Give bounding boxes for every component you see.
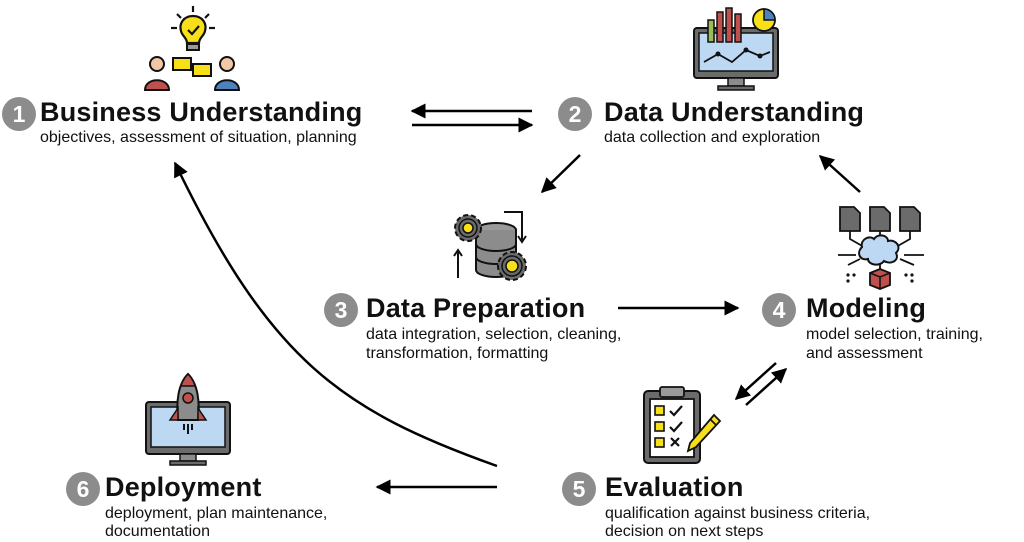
step-description-line: model selection, training, xyxy=(806,326,983,343)
gears-database-icon xyxy=(453,211,527,281)
step-number-badge: 4 xyxy=(762,293,796,327)
ai-brain-documents-icon xyxy=(838,206,924,290)
step-number-badge: 6 xyxy=(66,472,100,506)
arrow-modeling-to-evaluation xyxy=(734,362,777,401)
step-description-line: decision on next steps xyxy=(605,523,764,540)
step-description-line: and assessment xyxy=(806,345,923,362)
step-modeling: 4 Modeling model selection, training, an… xyxy=(762,293,1022,369)
step-description-line: transformation, formatting xyxy=(366,345,549,362)
step-deployment: 6 Deployment deployment, plan maintenanc… xyxy=(66,472,366,542)
team-idea-icon xyxy=(143,6,241,91)
step-description-line: qualification against business criteria, xyxy=(605,505,871,522)
step-number-badge: 3 xyxy=(324,293,358,327)
step-title: Modeling xyxy=(806,293,927,323)
analytics-monitor-icon xyxy=(693,7,779,91)
rocket-monitor-icon xyxy=(145,372,231,466)
step-title: Deployment xyxy=(105,472,262,502)
arrow-data-to-preparation xyxy=(540,154,581,194)
arrow-evaluation-to-business xyxy=(173,161,498,468)
step-description-line: data collection and exploration xyxy=(604,129,821,146)
step-title: Business Understanding xyxy=(40,97,363,127)
arrow-evaluation-to-modeling xyxy=(745,367,788,406)
step-description-line: objectives, assessment of situation, pla… xyxy=(40,129,357,146)
step-number-badge: 5 xyxy=(562,472,596,506)
step-business-understanding: 1 Business Understanding objectives, ass… xyxy=(2,97,402,153)
arrow-modeling-to-data xyxy=(818,154,861,193)
clipboard-checklist-icon xyxy=(643,386,722,464)
step-data-preparation: 3 Data Preparation data integration, sel… xyxy=(324,293,664,369)
step-evaluation: 5 Evaluation qualification against busin… xyxy=(562,472,922,542)
step-description-line: deployment, plan maintenance, xyxy=(105,505,328,522)
step-title: Evaluation xyxy=(605,472,744,502)
step-number-badge: 1 xyxy=(2,97,36,131)
step-description-line: data integration, selection, cleaning, xyxy=(366,326,622,343)
step-data-understanding: 2 Data Understanding data collection and… xyxy=(558,97,878,153)
step-description-line: documentation xyxy=(105,523,210,540)
step-title: Data Preparation xyxy=(366,293,586,323)
step-title: Data Understanding xyxy=(604,97,865,127)
step-number-badge: 2 xyxy=(558,97,592,131)
